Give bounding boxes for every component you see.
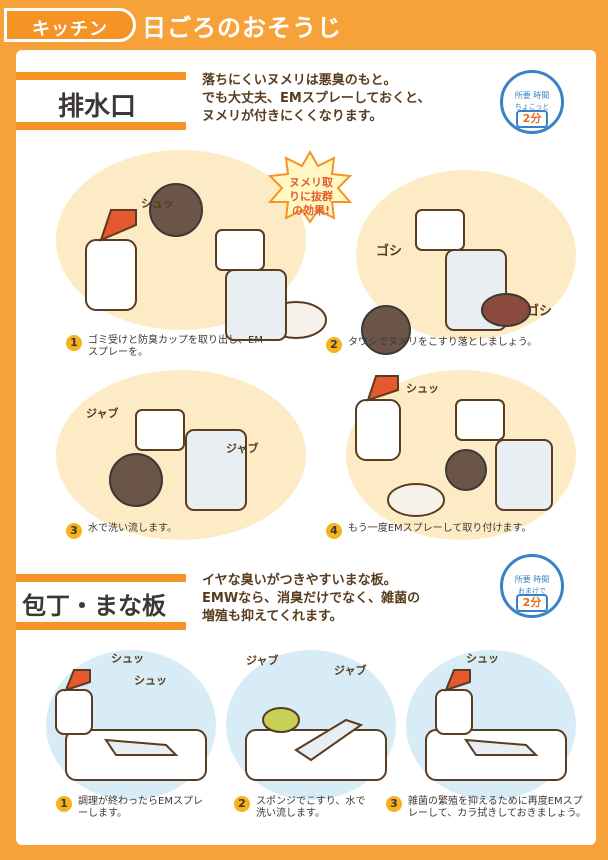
drain-cup-icon xyxy=(415,209,465,251)
section1-title: 排水口 xyxy=(58,92,137,122)
step-number: 2 xyxy=(326,337,342,353)
timer-minutes: 2分 xyxy=(516,110,548,128)
step-number: 2 xyxy=(234,796,250,812)
step-number: 1 xyxy=(66,335,82,351)
header: キッチン 日ごろのおそうじ xyxy=(0,0,608,50)
spray-bottle-icon xyxy=(355,375,401,461)
section1-intro-line-2: でも大丈夫、EMスプレーしておくと、 xyxy=(202,91,431,106)
sfx-2: ゴシ xyxy=(376,244,403,259)
section2-intro-line-2: EMWなら、消臭だけでなく、雑菌の xyxy=(202,591,421,606)
step-text: 調理が終わったらEMスプレーします。 xyxy=(78,796,203,819)
drain-filter-icon xyxy=(225,269,287,341)
drain-cup-icon xyxy=(135,409,185,451)
section1-intro-line-3: ヌメリが付きにくくなります。 xyxy=(202,109,383,124)
timer-minutes: 2分 xyxy=(516,594,548,612)
section2-intro-line-1: イヤな臭いがつきやすいまな板。 xyxy=(202,573,397,588)
category-tag-label: キッチン xyxy=(32,19,108,40)
sfx-9: ジャブ xyxy=(246,654,279,667)
page-title: 日ごろのおそうじ xyxy=(142,14,342,42)
section1-top-bar xyxy=(16,72,186,80)
drain-basket-icon xyxy=(149,183,203,237)
section1-step-1: 1 ゴミ受けと防臭カップを取り出し、EMスプレーを。 xyxy=(66,335,266,359)
section2-top-bar xyxy=(16,574,186,582)
section1-intro: 落ちにくいヌメリは悪臭のもと。 でも大丈夫、EMスプレーしておくと、 ヌメリが付… xyxy=(202,72,472,126)
section1-intro-line-1: 落ちにくいヌメリは悪臭のもと。 xyxy=(202,73,397,88)
sfx-5: ジャブ xyxy=(86,407,119,420)
section1-timer: 所要 時間 ちょこっと 2分 xyxy=(500,70,564,134)
section2-title: 包丁・まな板 xyxy=(22,592,166,620)
category-tag: キッチン xyxy=(4,8,136,42)
sfx-6: ジャブ xyxy=(226,442,259,455)
drain-basket-icon xyxy=(361,305,411,355)
step-text: スポンジでこすり、水で洗い流します。 xyxy=(256,796,366,819)
sfx-10: ジャブ xyxy=(334,664,367,677)
step-text: タワシでヌメリをこすり落としましょう。 xyxy=(348,337,538,348)
step-text: 雑菌の繁殖を抑えるために再度EMスプレーして、カラ拭きしておきましょう。 xyxy=(408,796,586,819)
drain-filter-icon xyxy=(495,439,553,511)
sponge-icon xyxy=(262,707,300,733)
section2-bottom-bar xyxy=(16,622,186,630)
drain-filter-icon xyxy=(185,429,247,511)
step-text: 水で洗い流します。 xyxy=(88,523,177,534)
timer-label: 所要 時間 xyxy=(514,91,550,100)
sfx-4: シュッ xyxy=(406,382,439,395)
section1-step-4: 4 もう一度EMスプレーして取り付けます。 xyxy=(326,523,586,539)
burst-icon xyxy=(267,149,353,224)
sfx-8: シュッ xyxy=(134,674,167,687)
step-number: 3 xyxy=(386,796,402,812)
section1-step-2: 2 タワシでヌメリをこすり落としましょう。 xyxy=(326,337,586,353)
knife-icon xyxy=(294,718,364,762)
step-number: 1 xyxy=(56,796,72,812)
spray-bottle-icon xyxy=(435,669,473,735)
knife-icon xyxy=(464,738,539,756)
section2-intro: イヤな臭いがつきやすいまな板。 EMWなら、消臭だけでなく、雑菌の 増殖も抑えて… xyxy=(202,572,482,626)
board-illustrations xyxy=(55,669,567,781)
drain-cup-icon xyxy=(215,229,265,271)
timer-sub: おまけで xyxy=(518,587,546,595)
drain-basket-icon xyxy=(109,453,163,507)
step-text: ゴミ受けと防臭カップを取り出し、EMスプレーを。 xyxy=(88,335,263,358)
drain-illustrations xyxy=(85,183,553,517)
sfx-1: シュッ xyxy=(141,197,174,210)
knife-icon xyxy=(104,738,179,756)
section1-bottom-bar xyxy=(16,122,186,130)
section2-step-1: 1 調理が終わったらEMスプレーします。 xyxy=(56,796,206,820)
illustration-blob-3 xyxy=(56,370,306,540)
step-number: 4 xyxy=(326,523,342,539)
section2-step-3: 3 雑菌の繁殖を抑えるために再度EMスプレーして、カラ拭きしておきましょう。 xyxy=(386,796,586,820)
spray-bottle-icon xyxy=(85,209,137,311)
timer-sub: ちょこっと xyxy=(514,103,550,111)
section2-timer: 所要 時間 おまけで 2分 xyxy=(500,554,564,618)
step-number: 3 xyxy=(66,523,82,539)
drain-ring-icon xyxy=(387,483,445,517)
content-panel: 排水口 落ちにくいヌメリは悪臭のもと。 でも大丈夫、EMスプレーしておくと、 ヌ… xyxy=(16,50,596,845)
drain-basket-icon xyxy=(445,449,487,491)
callout-text: ヌメリ取りに抜群の効果! xyxy=(289,176,333,217)
sfx-11: シュッ xyxy=(466,652,499,665)
spray-bottle-icon xyxy=(55,669,93,735)
callout-badge: ヌメリ取りに抜群の効果! xyxy=(266,149,354,224)
drain-cup-icon xyxy=(455,399,505,441)
sfx-3: ゴシ xyxy=(526,304,553,319)
section2-intro-line-3: 増殖も抑えてくれます。 xyxy=(202,609,343,624)
sfx-7: シュッ xyxy=(111,652,144,665)
section1-step-3: 3 水で洗い流します。 xyxy=(66,523,266,539)
section2-step-2: 2 スポンジでこすり、水で洗い流します。 xyxy=(234,796,374,820)
step-text: もう一度EMスプレーして取り付けます。 xyxy=(348,523,532,534)
scrub-brush-icon xyxy=(481,293,531,327)
timer-label: 所要 時間 xyxy=(514,575,550,584)
